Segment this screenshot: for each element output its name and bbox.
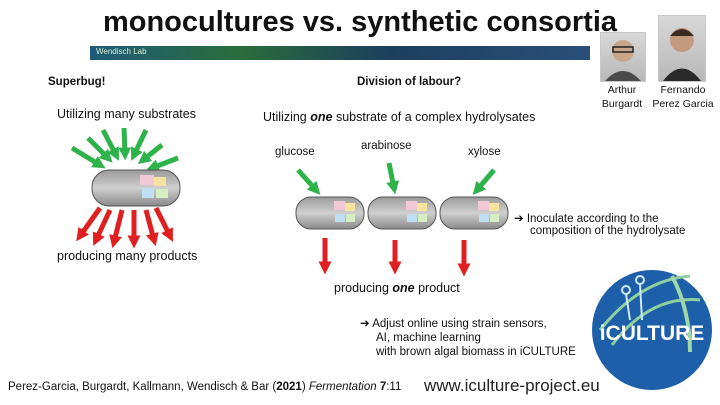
arrow-bullet-icon: ➔ (514, 213, 524, 225)
left-heading: Superbug! (48, 76, 106, 88)
green-arrow (145, 155, 179, 172)
cell-arabinose (367, 196, 437, 230)
green-arrow (70, 145, 106, 169)
lab-banner: Wendisch Lab (90, 46, 590, 60)
citation: Perez-Garcia, Burgardt, Kallmann, Wendis… (8, 381, 401, 393)
subtitle-pre: Utilizing (263, 110, 311, 124)
right-subtitle: Utilizing one substrate of a complex hyd… (263, 110, 535, 124)
substrate-arabinose: arabinose (361, 140, 412, 152)
green-arrows-right (296, 162, 496, 195)
red-arrows-left (76, 206, 173, 249)
green-arrow (130, 128, 149, 161)
slide-title: monocultures vs. synthetic consortia (102, 6, 618, 38)
red-arrow (153, 206, 173, 242)
person-fernando: Fernando Perez Garcia (650, 83, 716, 111)
logo-text: iCULTURE (600, 322, 705, 345)
red-arrow (143, 209, 159, 247)
person-icon (605, 40, 641, 81)
website-link[interactable]: www.iculture-project.eu (424, 376, 600, 395)
adjust-line-3: with brown algal biomass in iCULTURE (376, 346, 576, 358)
red-arrow (76, 206, 103, 242)
person-last-name: Burgardt (601, 98, 643, 110)
citation-close: ) (301, 381, 309, 393)
red-arrows-right (318, 238, 471, 277)
product-post: product (414, 281, 460, 295)
left-top-label: Utilizing many substrates (57, 107, 196, 121)
substrate-xylose: xylose (468, 146, 501, 158)
adjust-line-2: AI, machine learning (376, 332, 481, 344)
green-arrow (100, 128, 119, 161)
green-arrows-left (70, 127, 179, 172)
lab-banner-text: Wendisch Lab (96, 47, 147, 56)
subtitle-emphasis: one (310, 110, 333, 124)
fernando-photo (658, 15, 706, 82)
person-last-name: Perez Garcia (652, 98, 714, 110)
inoculate-note: ➔ Inoculate according to the composition… (514, 211, 685, 237)
person-first-name: Fernando (660, 84, 706, 96)
red-arrow (92, 208, 113, 246)
green-arrow-xylose (472, 168, 496, 195)
cell-superbug (91, 169, 181, 207)
citation-journal: Fermentation (308, 381, 377, 393)
citation-volume: 7 (376, 381, 387, 393)
inoculate-line-2: composition of the hydrolysate (530, 225, 686, 237)
right-heading: Division of labour? (357, 76, 462, 88)
red-arrow (109, 209, 125, 249)
substrate-glucose: glucose (275, 146, 315, 158)
arrow-bullet-icon: ➔ (360, 318, 370, 330)
cell-xylose (439, 196, 509, 230)
person-icon (663, 28, 701, 81)
adjust-line-1: Adjust online using strain sensors, (372, 318, 547, 330)
product-label: producing one product (334, 281, 460, 295)
inoculate-line-1: Inoculate according to the (526, 213, 659, 225)
green-arrow (86, 136, 113, 163)
citation-authors: Perez-Garcia, Burgardt, Kallmann, Wendis… (8, 381, 277, 393)
adjust-note: ➔ Adjust online using strain sensors, AI… (360, 317, 576, 359)
product-emphasis: one (392, 281, 415, 295)
green-arrow-arabinose (386, 162, 400, 195)
citation-page: :11 (386, 381, 402, 393)
iculture-logo: iCULTURE (592, 270, 712, 390)
green-arrow (118, 127, 132, 161)
arthur-photo (600, 32, 646, 82)
green-arrow-glucose (296, 168, 321, 195)
person-first-name: Arthur (607, 84, 637, 96)
person-arthur: Arthur Burgardt (590, 83, 654, 111)
citation-year: 2021 (276, 381, 302, 393)
left-bottom-label: producing many products (57, 249, 198, 263)
green-arrow (137, 143, 164, 165)
product-pre: producing (334, 281, 393, 295)
cell-glucose (295, 196, 365, 230)
subtitle-post: substrate of a complex hydrolysates (332, 110, 536, 124)
